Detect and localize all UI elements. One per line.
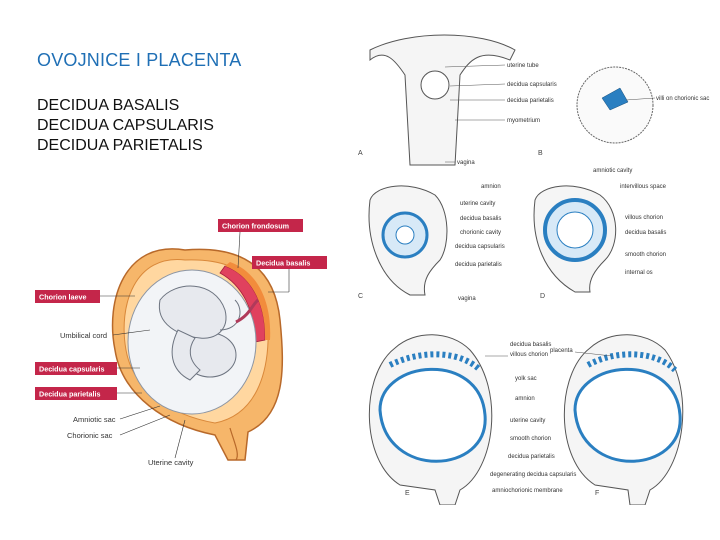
- decidua-basalis-region: [225, 262, 271, 340]
- tag-decidua-basalis: Decidua basalis: [252, 256, 327, 293]
- label-myometrium: myometrium: [507, 118, 540, 124]
- svg-text:amniochorionic membrane: amniochorionic membrane: [492, 488, 563, 494]
- label-villi-on-chorionic-sac: villi on chorionic sac: [656, 96, 709, 102]
- label-amniotic-sac: Amniotic sac: [73, 415, 116, 424]
- svg-text:degenerating decidua capsulari: degenerating decidua capsularis: [490, 472, 576, 478]
- svg-text:villous chorion: villous chorion: [510, 352, 548, 358]
- label-decidua-parietalis-a: decidua parietalis: [507, 98, 554, 104]
- svg-text:yolk sac: yolk sac: [515, 376, 537, 382]
- svg-text:decidua basalis: decidua basalis: [510, 342, 551, 348]
- tag-chorion-frondosum: Chorion frondosum: [218, 219, 303, 269]
- label-vagina-c: vagina: [458, 296, 476, 302]
- svg-text:amnion: amnion: [481, 184, 501, 190]
- svg-text:amnion: amnion: [515, 396, 535, 402]
- panel-letter-f: F: [595, 490, 599, 497]
- term-decidua-basalis: DECIDUA BASALIS: [37, 97, 180, 114]
- terms-list: DECIDUA BASALIS DECIDUA CAPSULARIS DECID…: [37, 96, 214, 156]
- svg-text:chorionic cavity: chorionic cavity: [460, 230, 501, 236]
- svg-text:decidua basalis: decidua basalis: [460, 216, 501, 222]
- panel-letter-a: A: [358, 150, 363, 157]
- cervical-canal: [229, 427, 238, 461]
- fetus: [158, 285, 241, 381]
- panel-c: C vagina: [358, 185, 476, 302]
- svg-text:decidua parietalis: decidua parietalis: [508, 454, 555, 460]
- svg-text:uterine cavity: uterine cavity: [460, 201, 495, 207]
- panel-d: D: [533, 185, 617, 300]
- svg-text:Decidua capsularis: Decidua capsularis: [39, 365, 105, 374]
- label-uterine-tube: uterine tube: [507, 63, 539, 69]
- umbilical-cord-shape: [235, 298, 260, 324]
- svg-text:villous chorion: villous chorion: [625, 215, 663, 221]
- label-uterine-cavity: Uterine cavity: [148, 458, 194, 467]
- panel-letter-c: C: [358, 293, 363, 300]
- pregnant-uterus-illustration: Chorion frondosum Decidua basalis Chorio…: [35, 219, 327, 467]
- label-chorionic-sac: Chorionic sac: [67, 431, 113, 440]
- panel-e: E: [368, 334, 493, 505]
- svg-text:uterine cavity: uterine cavity: [510, 418, 545, 424]
- cd-labels: amnion amniotic cavity intervillous spac…: [455, 168, 667, 276]
- svg-text:placenta: placenta: [550, 348, 573, 354]
- panel-b: villi on chorionic sac B: [538, 66, 709, 157]
- svg-text:amniotic cavity: amniotic cavity: [593, 168, 632, 174]
- panel-letter-e: E: [405, 490, 410, 497]
- tag-chorion-laeve: Chorion laeve: [35, 290, 135, 303]
- slide-title: OVOJNICE I PLACENTA: [37, 50, 242, 70]
- svg-text:Decidua parietalis: Decidua parietalis: [39, 390, 101, 399]
- panel-f: F: [563, 334, 684, 505]
- svg-text:smooth chorion: smooth chorion: [510, 436, 551, 442]
- term-decidua-capsularis: DECIDUA CAPSULARIS: [37, 117, 214, 134]
- svg-text:Decidua basalis: Decidua basalis: [256, 259, 310, 268]
- panel-a: uterine tube decidua capsularis decidua …: [358, 34, 557, 166]
- panel-letter-d: D: [540, 293, 545, 300]
- svg-text:internal os: internal os: [625, 270, 653, 276]
- label-decidua-capsularis-a: decidua capsularis: [507, 82, 557, 88]
- svg-text:decidua basalis: decidua basalis: [625, 230, 666, 236]
- ef-labels: decidua basalis villous chorion placenta…: [485, 342, 613, 494]
- svg-text:decidua parietalis: decidua parietalis: [455, 262, 502, 268]
- panel-letter-b: B: [538, 150, 543, 157]
- tag-decidua-capsularis: Decidua capsularis: [35, 362, 140, 375]
- term-decidua-parietalis: DECIDUA PARIETALIS: [37, 137, 203, 154]
- label-umbilical-cord: Umbilical cord: [60, 331, 107, 340]
- tag-decidua-parietalis: Decidua parietalis: [35, 387, 142, 400]
- svg-text:Chorion laeve: Chorion laeve: [39, 293, 87, 302]
- svg-text:intervillous space: intervillous space: [620, 184, 667, 190]
- decidua-development-series: uterine tube decidua capsularis decidua …: [358, 34, 709, 505]
- svg-text:Chorion frondosum: Chorion frondosum: [222, 222, 289, 231]
- label-vagina-a: vagina: [457, 160, 475, 166]
- svg-text:decidua capsularis: decidua capsularis: [455, 244, 505, 250]
- svg-text:smooth chorion: smooth chorion: [625, 252, 666, 258]
